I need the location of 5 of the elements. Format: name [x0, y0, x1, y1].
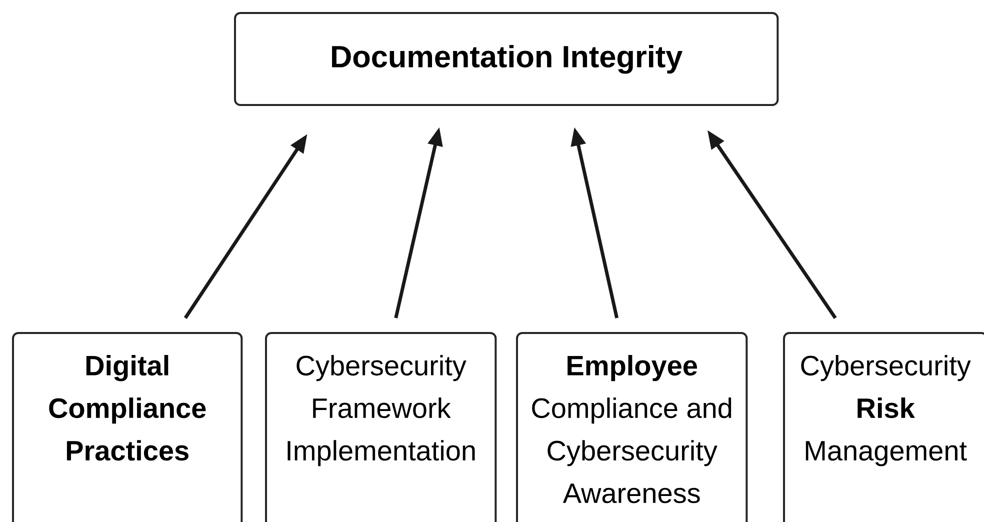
title-box: Documentation Integrity	[234, 12, 779, 106]
factor-box: Digital Compliance Practices	[12, 332, 243, 522]
factor-box: Cybersecurity Framework Implementation	[265, 332, 497, 522]
factor-box: Employee Compliance and Cybersecurity Awareness	[516, 332, 748, 522]
factor-box: Cybersecurity Risk Management	[783, 332, 984, 522]
